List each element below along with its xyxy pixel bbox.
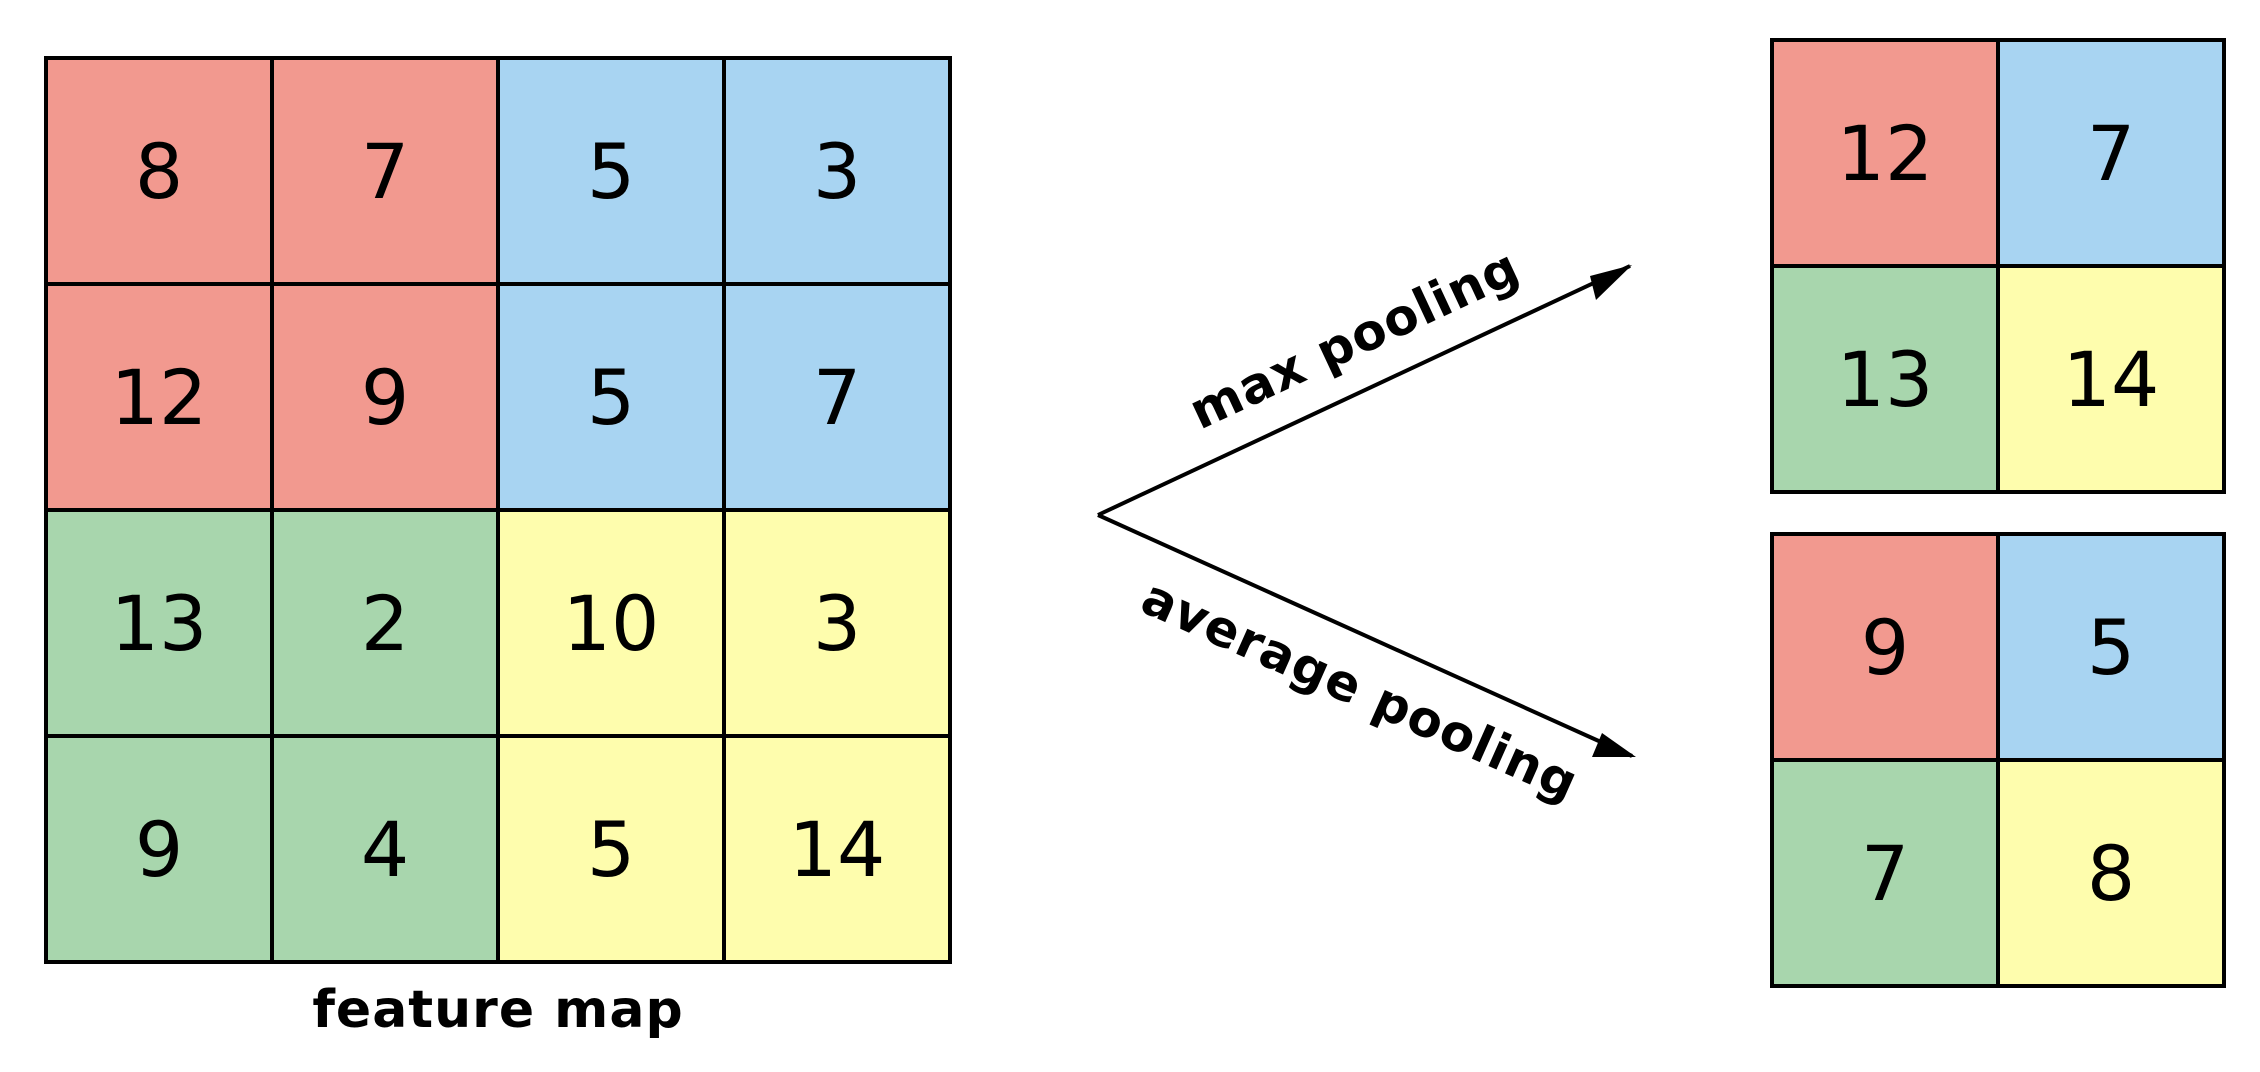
feature-map-cell: 5	[500, 286, 722, 508]
feature-map-cell: 10	[500, 512, 722, 734]
feature-map-cell: 3	[726, 60, 948, 282]
feature-map-cell: 13	[48, 512, 270, 734]
feature-map-cell: 3	[726, 512, 948, 734]
feature-map-cell: 4	[274, 738, 496, 960]
average-pooling-arrowhead	[1592, 733, 1636, 757]
feature-map-cell: 8	[48, 60, 270, 282]
max-pooling-output-grid: 12 7 13 14	[1770, 38, 2226, 494]
average-pooling-cell: 7	[1774, 762, 1996, 984]
feature-map-label: feature map	[312, 980, 684, 1040]
feature-map-cell: 12	[48, 286, 270, 508]
max-pooling-cell: 13	[1774, 268, 1996, 490]
average-pooling-cell: 8	[2000, 762, 2222, 984]
max-pooling-cell: 12	[1774, 42, 1996, 264]
average-pooling-arrow	[1097, 513, 1633, 758]
max-pooling-cell: 14	[2000, 268, 2222, 490]
max-pooling-arrowhead	[1590, 265, 1632, 300]
average-pooling-label: average pooling	[1133, 568, 1587, 813]
feature-map-cell: 9	[48, 738, 270, 960]
feature-map-cell: 7	[726, 286, 948, 508]
average-pooling-cell: 9	[1774, 536, 1996, 758]
feature-map-cell: 7	[274, 60, 496, 282]
max-pooling-arrow	[1097, 264, 1631, 517]
feature-map-cell: 9	[274, 286, 496, 508]
feature-map-cell: 2	[274, 512, 496, 734]
feature-map-cell: 5	[500, 738, 722, 960]
feature-map-cell: 14	[726, 738, 948, 960]
feature-map-cell: 5	[500, 60, 722, 282]
feature-map-grid: 8 7 5 3 12 9 5 7 13 2 10 3 9 4 5 14	[44, 56, 952, 964]
average-pooling-output-grid: 9 5 7 8	[1770, 532, 2226, 988]
max-pooling-cell: 7	[2000, 42, 2222, 264]
average-pooling-cell: 5	[2000, 536, 2222, 758]
